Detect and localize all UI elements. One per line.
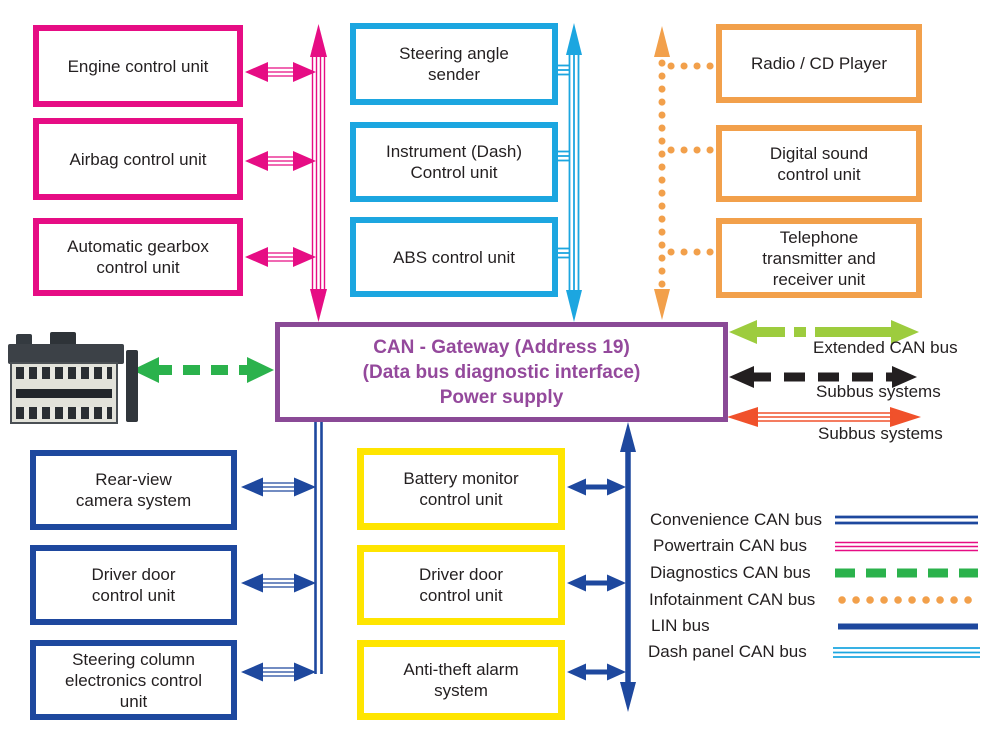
connector-latch xyxy=(50,332,76,346)
arrow-rear-view-to-bus xyxy=(241,477,316,497)
legend-label-convenience: Convenience CAN bus xyxy=(650,510,822,529)
diagnostic-connector-photo xyxy=(8,332,138,430)
stub-abs xyxy=(556,247,570,259)
node-abs-control-unit: ABS control unit xyxy=(350,217,558,297)
subbus-systems-label-red: Subbus systems xyxy=(818,424,943,443)
connector-body xyxy=(8,344,124,364)
node-label: Driver door control unit xyxy=(91,565,176,605)
legend-label-lin: LIN bus xyxy=(651,616,710,635)
stub-steering-angle xyxy=(556,64,570,76)
connector-side xyxy=(126,350,138,422)
gateway-line-3: Power supply xyxy=(439,386,564,408)
arrow-engine-to-bus xyxy=(245,62,316,82)
node-rear-view-camera-system: Rear-view camera system xyxy=(30,450,237,530)
legend-sample-convenience xyxy=(835,515,978,525)
node-automatic-gearbox-control-unit: Automatic gearbox control unit xyxy=(33,218,243,296)
node-steering-column-electronics-control-unit: Steering column electronics control unit xyxy=(30,640,237,720)
arrow-gearbox-to-bus xyxy=(245,247,316,267)
subbus-red-arrow xyxy=(727,407,921,427)
node-battery-monitor-control-unit: Battery monitor control unit xyxy=(357,448,565,530)
node-label: Digital sound control unit xyxy=(769,143,869,184)
dash-panel-can-bus-line xyxy=(556,23,582,322)
node-digital-sound-control-unit: Digital sound control unit xyxy=(716,125,922,202)
node-label: Steering angle sender xyxy=(399,44,509,84)
node-label: Steering column electronics control unit xyxy=(64,649,202,711)
legend-sample-powertrain xyxy=(835,541,978,552)
arrow-airbag-to-bus xyxy=(245,151,316,171)
gateway-line-1: CAN - Gateway (Address 19) xyxy=(373,336,630,358)
node-label: Battery monitor control unit xyxy=(403,469,519,509)
node-driver-door-control-unit-convenience: Driver door control unit xyxy=(30,545,237,625)
subbus-black-arrow xyxy=(729,366,917,388)
node-driver-door-control-unit-lin: Driver door control unit xyxy=(357,545,565,625)
node-label: Driver door control unit xyxy=(418,565,504,605)
node-engine-control-unit: Engine control unit xyxy=(33,25,243,107)
arrow-driver-door-to-lin xyxy=(567,574,626,592)
extended-can-bus-arrow xyxy=(729,320,919,344)
legend-label-diagnostics: Diagnostics CAN bus xyxy=(650,563,811,582)
powertrain-node-arrows xyxy=(245,62,316,267)
connector-pins-row xyxy=(16,367,112,379)
arrow-driver-door-to-bus xyxy=(241,573,316,593)
node-can-gateway: CAN - Gateway (Address 19) (Data bus dia… xyxy=(275,322,728,422)
node-label: Instrument (Dash) Control unit xyxy=(385,142,523,182)
subbus-systems-label-black: Subbus systems xyxy=(816,382,941,401)
node-steering-angle-sender: Steering angle sender xyxy=(350,23,558,105)
node-label: Rear-view camera system xyxy=(75,470,192,510)
connector-tab xyxy=(16,334,32,346)
connector-pins-row xyxy=(16,407,112,419)
arrow-anti-theft-to-lin xyxy=(567,663,626,681)
node-anti-theft-alarm-system: Anti-theft alarm system xyxy=(357,640,565,720)
connector-band xyxy=(16,388,112,398)
arrow-steering-column-to-bus xyxy=(241,662,316,682)
node-telephone-transmitter-receiver-unit: Telephone transmitter and receiver unit xyxy=(716,218,922,298)
extended-can-bus-label: Extended CAN bus xyxy=(813,338,958,357)
legend-label-infotainment: Infotainment CAN bus xyxy=(649,590,816,609)
stub-instrument xyxy=(556,150,570,162)
node-radio-cd-player: Radio / CD Player xyxy=(716,24,922,103)
legend-label-powertrain: Powertrain CAN bus xyxy=(653,536,808,555)
node-label: Engine control unit xyxy=(67,56,209,76)
node-label: Automatic gearbox control unit xyxy=(67,237,209,277)
powertrain-can-bus-line xyxy=(310,24,327,322)
legend-sample-dash-panel xyxy=(833,647,980,658)
node-instrument-control-unit: Instrument (Dash) Control unit xyxy=(350,122,558,202)
gateway-line-2: (Data bus diagnostic interface) xyxy=(362,361,641,383)
connector-pin-face xyxy=(10,362,118,424)
node-label: Anti-theft alarm system xyxy=(403,660,519,700)
lin-bus-line xyxy=(567,422,636,712)
node-label: ABS control unit xyxy=(393,247,515,267)
node-label: Telephone transmitter and receiver unit xyxy=(762,227,876,289)
arrow-battery-monitor-to-lin xyxy=(567,478,626,496)
diagnostics-can-bus-arrow xyxy=(132,357,274,383)
node-label: Radio / CD Player xyxy=(750,54,888,73)
node-airbag-control-unit: Airbag control unit xyxy=(33,118,243,200)
legend-label-dash-panel: Dash panel CAN bus xyxy=(648,642,807,661)
infotainment-can-bus-line xyxy=(654,26,717,320)
node-label: Airbag control unit xyxy=(69,149,207,169)
convenience-can-bus-line xyxy=(241,422,323,682)
